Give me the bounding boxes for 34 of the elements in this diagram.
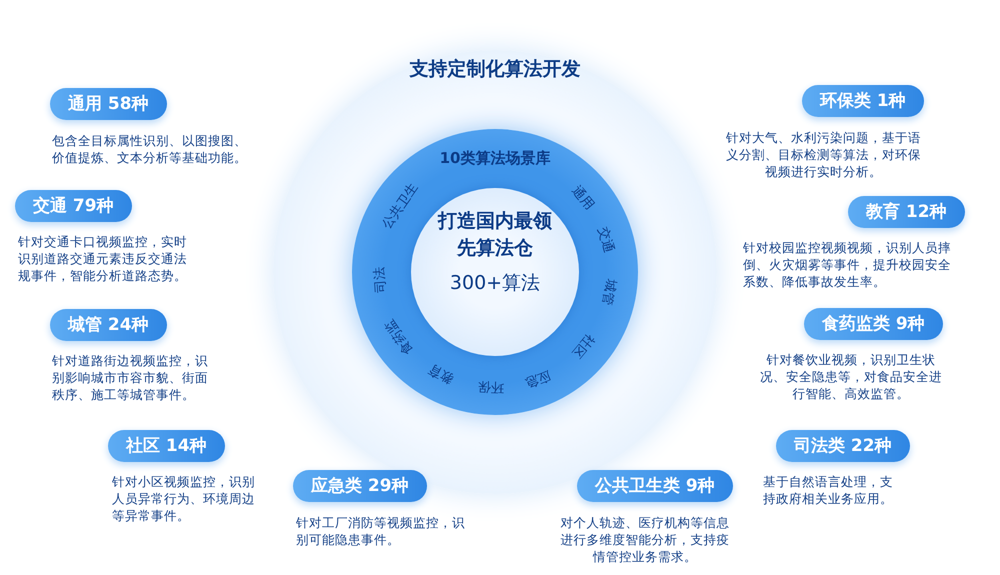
description-text: 基于自然语言处理，支持政府相关业务应用。 [763,473,894,507]
description-text: 针对大气、水利污染问题，基于语义分割、目标检测等算法，对环保视频进行实时分析。 [726,129,921,180]
ring-label: 社区 [568,330,598,362]
description-text: 针对工厂消防等视频监控，识别可能隐患事件。 [296,514,466,548]
ring-label: 司法 [370,266,390,294]
ring-label: 通用 [568,182,598,214]
category-pill: 社区 14种 [108,430,225,462]
description-text: 针对道路街边视频监控，识别影响城市市容市貌、街面秩序、施工等城管事件。 [52,352,209,403]
description-text: 针对校园监控视频视频，识别人员摔倒、火灾烟雾等事件，提升校园安全系数、降低事故发生率。 [743,239,952,290]
ring-label: 教育 [425,360,456,388]
ring-label: 环保 [478,378,504,397]
circle-heading: 支持定制化算法开发 [408,57,582,82]
category-pill: 教育 12种 [848,196,965,228]
category-pill: 司法类 22种 [776,430,910,462]
description-text: 针对小区视频监控，识别人员异常行为、环境周边等异常事件。 [112,473,256,524]
category-pill: 城管 24种 [50,309,167,341]
ring-label: 交通 [594,225,618,256]
ring-label: 公共卫生 [378,179,423,232]
ring-label: 应急 [522,366,554,392]
category-pill: 公共卫生类 9种 [577,470,733,502]
category-pill: 食药监类 9种 [804,308,943,340]
ring-label: 食药监 [382,315,418,358]
ring-title: 10类算法场景库 [438,149,552,168]
description-text: 针对交通卡口视频监控，实时识别道路交通元素违反交通法规事件，智能分析道路态势。 [18,233,188,284]
description-text: 对个人轨迹、医疗机构等信息进行多维度智能分析，支持疫情管控业务需求。 [560,514,730,565]
category-pill: 交通 79种 [15,190,132,222]
ring-label: 城管 [598,278,619,306]
category-pill: 应急类 29种 [293,470,427,502]
category-pill: 环保类 1种 [802,85,924,117]
description-text: 包含全目标属性识别、以图搜图、价值提炼、文本分析等基础功能。 [52,132,248,166]
description-text: 针对餐饮业视频，识别卫生状况、安全隐患等，对食品安全进行智能、高效监管。 [759,351,943,402]
category-pill: 通用 58种 [50,88,167,120]
center-title: 打造国内最领先算法仓 [436,209,553,261]
center-count: 300+算法 [448,271,542,296]
